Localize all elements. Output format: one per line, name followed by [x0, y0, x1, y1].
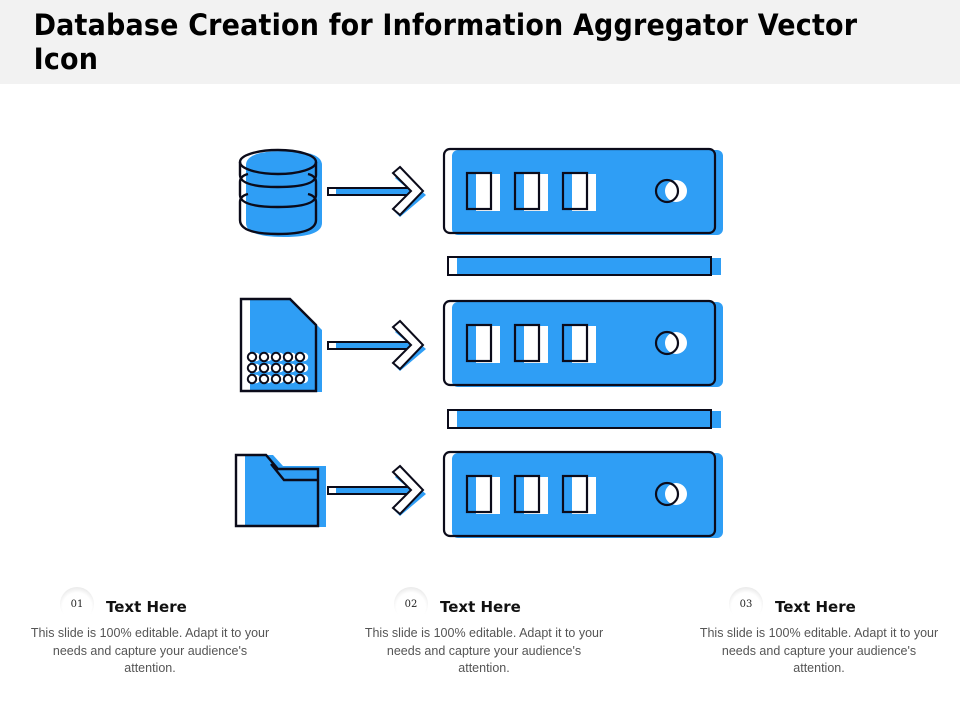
caption-heading: Text Here [775, 598, 856, 616]
step-number-badge: 02 [394, 587, 428, 621]
server-slot [513, 474, 541, 514]
file-dot [294, 373, 306, 385]
file-dot [246, 362, 258, 374]
rack-connector-bar [447, 409, 721, 429]
server-slot [513, 171, 541, 211]
file-dot [258, 362, 270, 374]
file-dot [282, 373, 294, 385]
caption-heading: Text Here [440, 598, 521, 616]
file-dot [270, 362, 282, 374]
server-unit [442, 299, 723, 387]
caption-body: This slide is 100% editable. Adapt it to… [699, 626, 939, 675]
file-icon [239, 297, 322, 393]
file-dot [246, 351, 258, 363]
page-title: Database Creation for Information Aggreg… [33, 8, 858, 76]
server-slot [465, 171, 493, 211]
server-slot [465, 474, 493, 514]
arrow-icon [327, 464, 426, 516]
aggregator-diagram [234, 147, 723, 538]
file-dot [282, 351, 294, 363]
server-slot [561, 474, 589, 514]
database-icon [238, 148, 322, 237]
file-dot [294, 351, 306, 363]
server-slot [561, 323, 589, 363]
server-slot [561, 171, 589, 211]
file-dot [246, 373, 258, 385]
caption-body: This slide is 100% editable. Adapt it to… [364, 626, 604, 675]
server-led-icon [654, 330, 680, 356]
arrow-icon [327, 319, 426, 371]
file-dot [282, 362, 294, 374]
file-dot [294, 362, 306, 374]
server-led-icon [654, 178, 680, 204]
server-unit [442, 450, 723, 538]
server-slot [465, 323, 493, 363]
file-dot [258, 373, 270, 385]
folder-icon [234, 453, 326, 528]
server-unit [442, 147, 723, 235]
server-slot [513, 323, 541, 363]
title-bar: Database Creation for Information Aggreg… [0, 0, 960, 84]
rack-connector-bar [447, 256, 721, 276]
file-dot [270, 351, 282, 363]
arrow-icon [327, 165, 426, 217]
server-led-icon [654, 481, 680, 507]
caption-heading: Text Here [106, 598, 187, 616]
caption-body: This slide is 100% editable. Adapt it to… [30, 626, 270, 675]
file-dot [270, 373, 282, 385]
step-number-badge: 03 [729, 587, 763, 621]
step-number-badge: 01 [60, 587, 94, 621]
file-dot [258, 351, 270, 363]
